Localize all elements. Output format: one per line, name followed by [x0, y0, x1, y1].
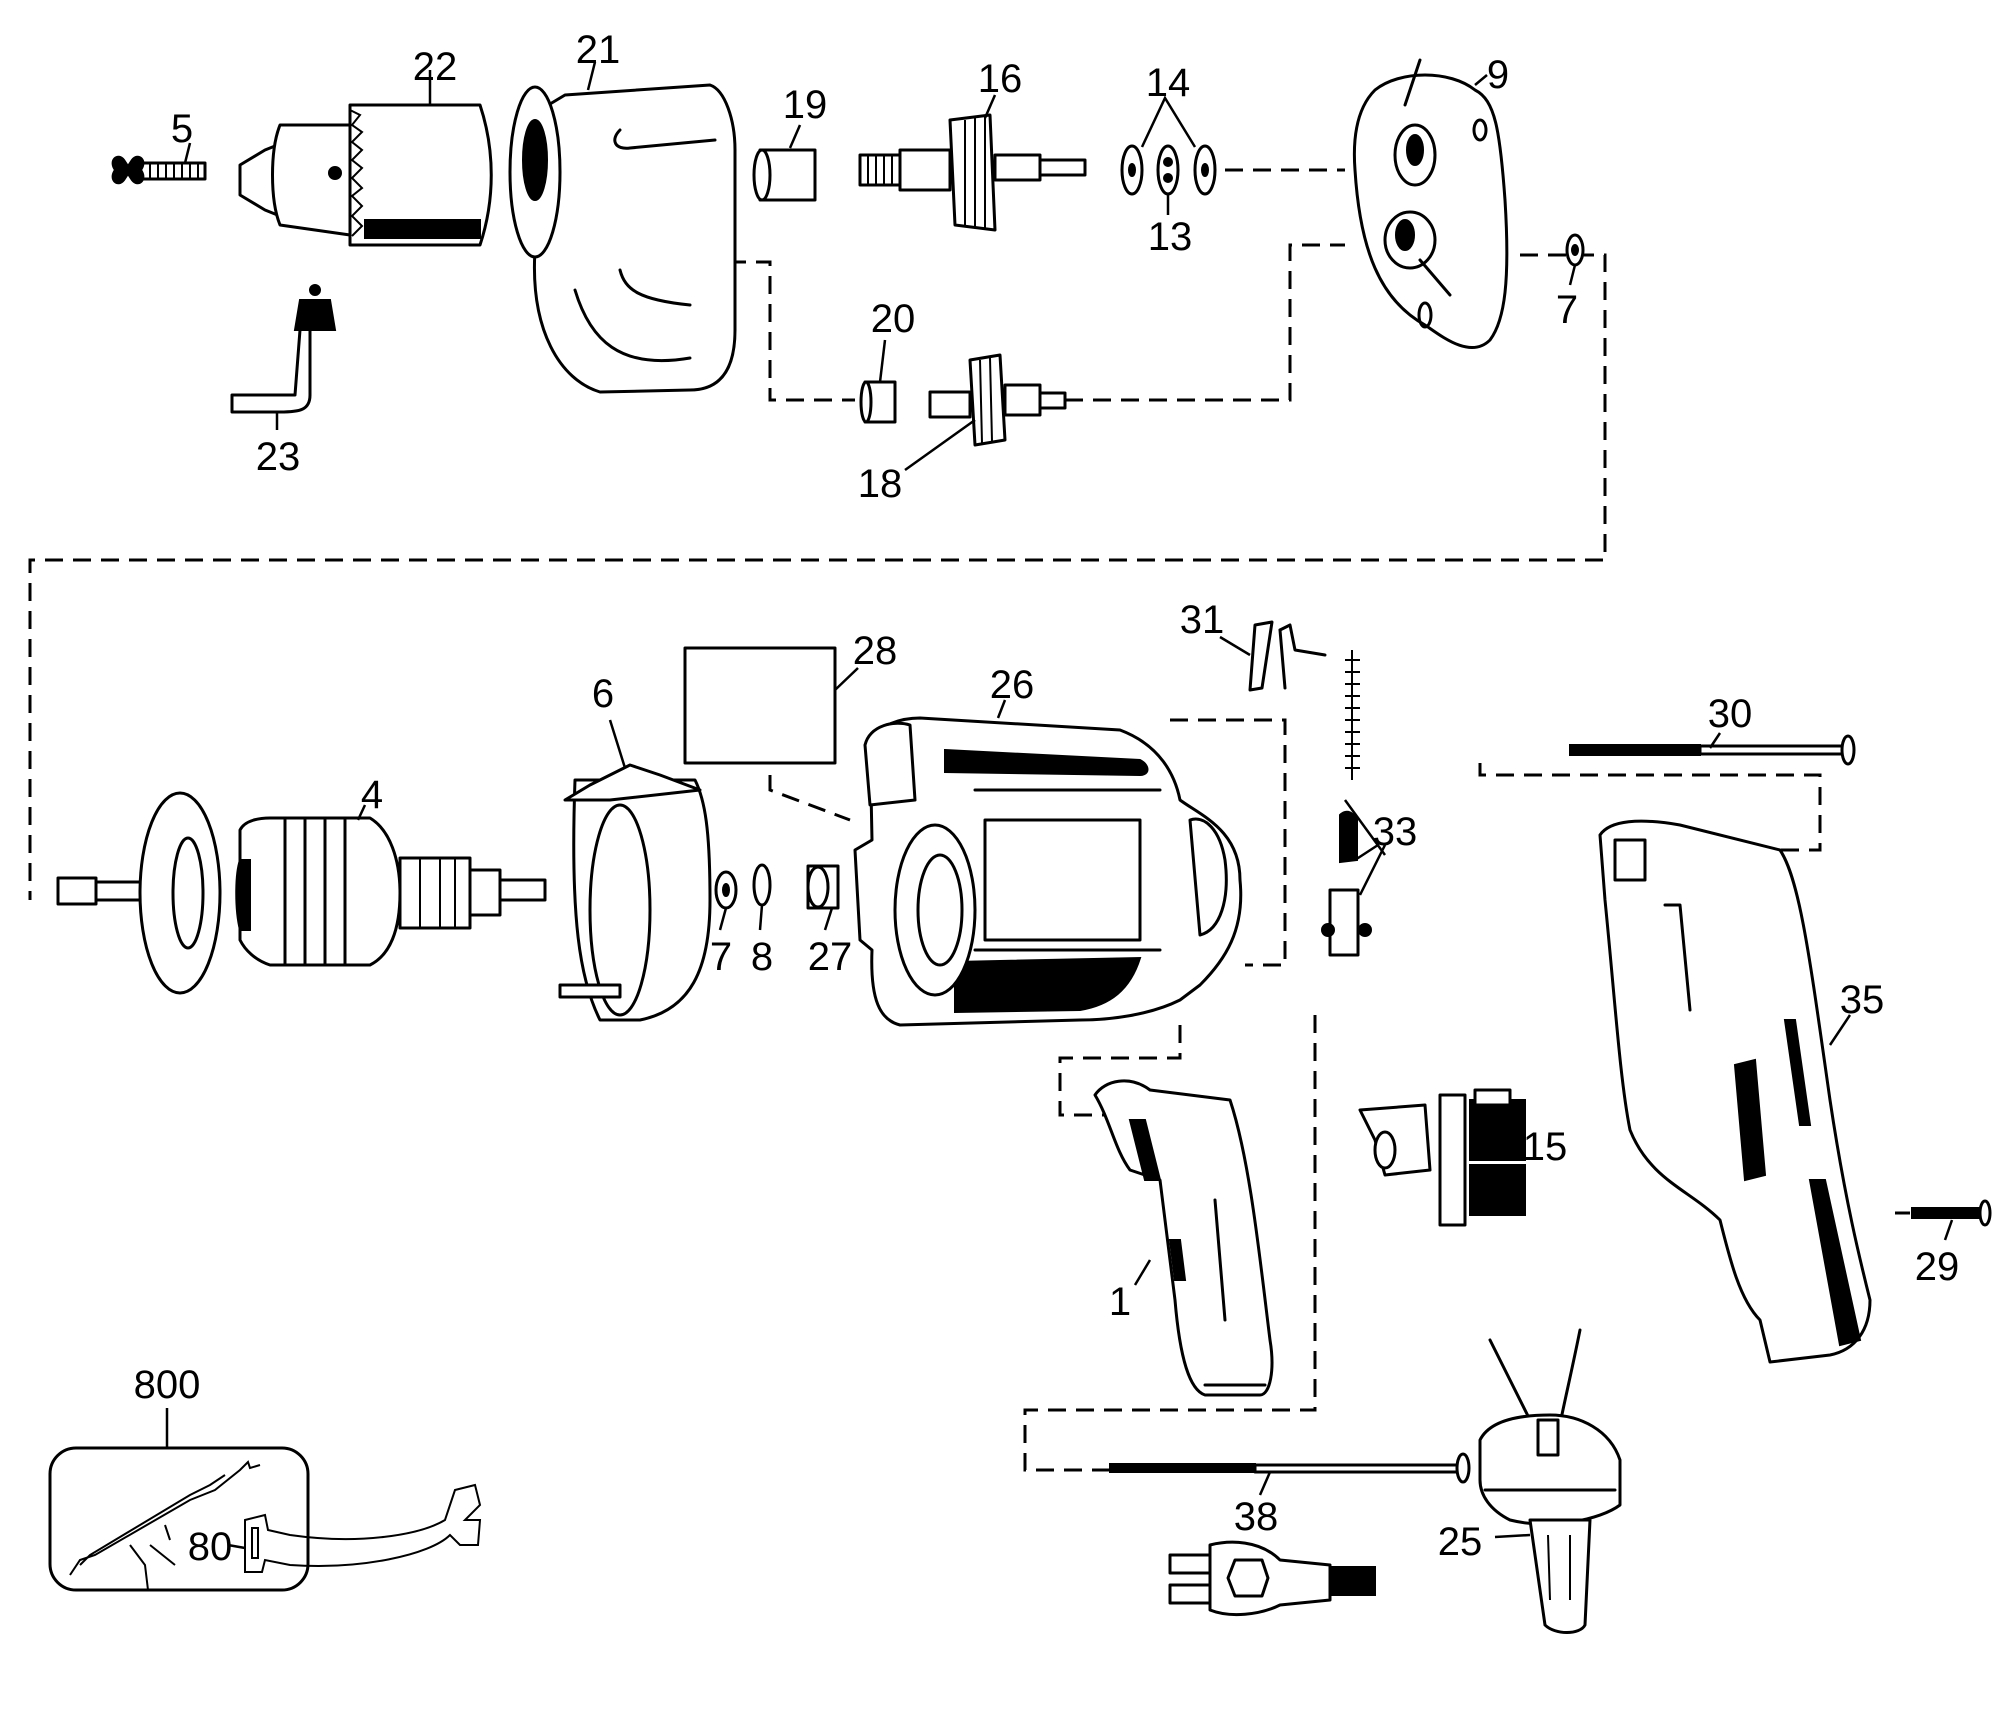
label-part-26: 26	[990, 663, 1035, 707]
part-18-intermediate-gear	[904, 353, 1067, 472]
part-21-gear-case	[508, 61, 737, 394]
part-800-cord-set	[48, 1408, 310, 1592]
part-5-screw	[111, 142, 207, 185]
label-part-800: 800	[134, 1363, 201, 1407]
label-part-6: 6	[592, 672, 614, 716]
label-part-28: 28	[853, 629, 898, 673]
part-4-armature	[56, 791, 547, 995]
part-22-chuck	[238, 70, 493, 247]
part-16-spindle-gear	[858, 94, 1087, 232]
label-part-21: 21	[576, 28, 621, 72]
part-25-cord-protector	[1478, 1328, 1622, 1634]
label-part-7-lower: 7	[710, 935, 732, 979]
part-14-13-washers-bearing	[1120, 95, 1217, 215]
label-part-35: 35	[1840, 978, 1885, 1022]
part-38-long-screw	[1109, 1452, 1471, 1496]
label-part-5: 5	[171, 107, 193, 151]
part-80-strap	[227, 1483, 482, 1573]
label-part-29: 29	[1915, 1245, 1960, 1289]
part-labels: 5 22 21 19 16 14 13 9 7 20 23 18 31 28 2…	[134, 28, 1960, 1569]
label-part-25: 25	[1438, 1520, 1483, 1564]
label-part-1: 1	[1109, 1280, 1131, 1324]
label-part-22: 22	[413, 45, 458, 89]
part-9-gear-case-plate	[1352, 58, 1509, 349]
part-35-handle-half-right	[1598, 819, 1872, 1364]
label-part-7-upper: 7	[1556, 288, 1578, 332]
label-part-15: 15	[1523, 1125, 1568, 1169]
label-part-19: 19	[783, 83, 828, 127]
part-23-chuck-key	[230, 284, 337, 430]
label-part-14: 14	[1146, 61, 1191, 105]
part-19-bearing-sleeve	[752, 124, 817, 202]
part-31-brush-holder-clip	[1219, 620, 1327, 692]
label-part-80: 80	[188, 1525, 233, 1569]
label-part-31: 31	[1180, 598, 1225, 642]
part-6-baffle	[558, 719, 712, 1022]
part-33-brush-assembly	[1321, 650, 1387, 957]
label-part-23: 23	[256, 435, 301, 479]
label-part-4: 4	[361, 773, 383, 817]
label-part-16: 16	[978, 57, 1023, 101]
power-plug	[1168, 1540, 1376, 1616]
part-29-screw	[1895, 1199, 1992, 1241]
label-part-13: 13	[1148, 215, 1193, 259]
part-7-washer-lower	[714, 870, 738, 931]
label-part-8: 8	[751, 935, 773, 979]
label-part-27: 27	[808, 935, 853, 979]
part-20-bearing-sleeve	[859, 339, 897, 424]
part-30-long-screw	[1569, 732, 1856, 766]
label-part-33: 33	[1373, 810, 1418, 854]
label-part-20: 20	[871, 297, 916, 341]
part-1-handle-half-left	[1093, 1079, 1274, 1397]
label-part-38: 38	[1234, 1495, 1279, 1539]
part-8-retaining-ring	[752, 863, 772, 931]
part-27-bearing	[806, 864, 840, 931]
part-26-field-housing	[853, 699, 1243, 1027]
part-28-nameplate	[683, 646, 859, 765]
label-part-30: 30	[1708, 692, 1753, 736]
label-part-9: 9	[1487, 53, 1509, 97]
part-15-switch	[1358, 1088, 1526, 1227]
label-part-18: 18	[858, 462, 903, 506]
part-7-washer-upper	[1565, 233, 1585, 286]
